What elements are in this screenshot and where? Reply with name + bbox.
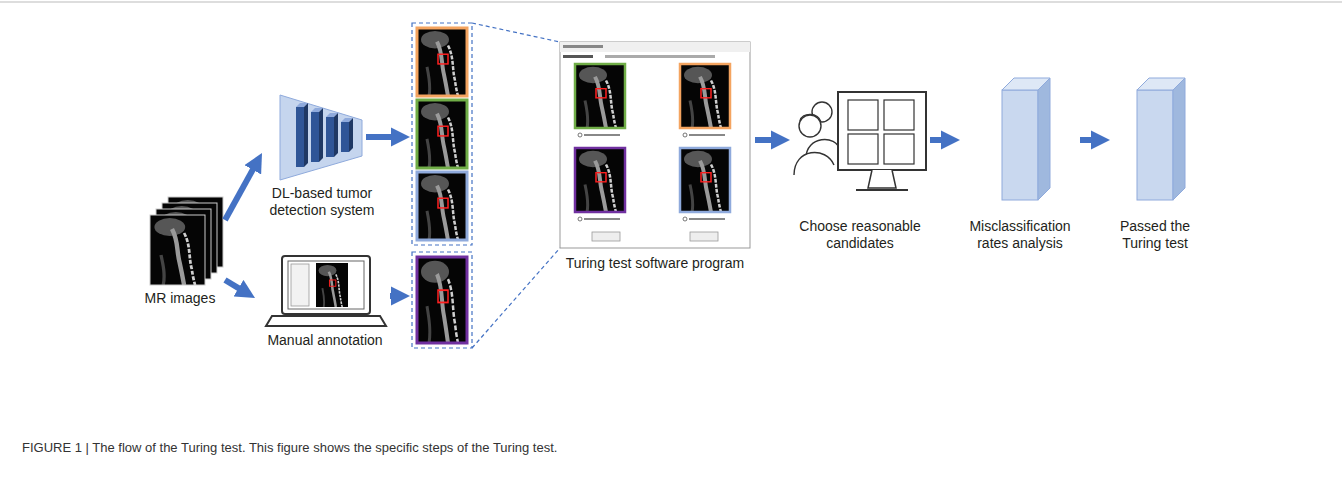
flow-arrow <box>930 137 950 143</box>
annotation-laptop: Manual annotation <box>255 250 395 349</box>
laptop-icon <box>266 256 386 326</box>
network-module: DL-based tumor detection system <box>262 88 382 219</box>
node-label: Turing test software program <box>555 255 755 272</box>
candidate-frame <box>417 100 467 168</box>
layer-slab <box>326 117 334 157</box>
layer-slab <box>311 112 319 162</box>
software-screenshot <box>560 42 750 248</box>
slice-outline <box>150 215 205 285</box>
analysis-block: Misclassification rates analysis <box>960 80 1080 252</box>
node-label: Choose reasonable candidates <box>790 218 930 252</box>
software-window: Turing test software program <box>555 35 755 272</box>
zoom-line <box>472 248 560 348</box>
network-icon <box>280 95 362 180</box>
layer-slab <box>296 107 304 167</box>
layer-side <box>349 118 353 152</box>
layer-side <box>304 103 308 167</box>
mr-image-stack <box>150 197 223 285</box>
node-label: Manual annotation <box>255 332 395 349</box>
node-label: Misclassification rates analysis <box>960 218 1080 252</box>
output-arrow <box>390 293 400 299</box>
output-arrow <box>366 134 400 140</box>
node-label: MR images <box>135 290 225 307</box>
flow-arrow <box>225 161 257 220</box>
flow-arrow <box>1080 137 1100 143</box>
mr-slice <box>150 215 205 285</box>
reader-station: Choose reasonable candidates <box>790 85 930 252</box>
reader-icon <box>794 102 840 175</box>
zoom-group-box <box>412 23 472 245</box>
figure-border <box>0 2 1342 3</box>
monitor-icon <box>838 92 926 190</box>
layer-side <box>334 113 338 157</box>
layer-slab <box>341 122 349 152</box>
result-block: Passed the Turing test <box>1110 80 1200 252</box>
analysis-cuboid <box>1002 78 1050 200</box>
node-label: Passed the Turing test <box>1110 218 1200 252</box>
layer-side <box>319 108 323 162</box>
laptop-screen <box>282 256 370 314</box>
result-cuboid <box>1137 78 1185 200</box>
figure-caption: FIGURE 1 | The flow of the Turing test. … <box>22 440 557 455</box>
laptop-display <box>288 261 364 309</box>
laptop-base <box>266 316 386 326</box>
annotated-image <box>316 263 348 307</box>
image-stack: MR images <box>135 195 225 307</box>
flow-arrow <box>225 280 247 293</box>
flow-arrow <box>755 137 780 143</box>
network-funnel <box>280 95 362 180</box>
candidate-frame <box>417 172 467 240</box>
zoom-line <box>472 23 560 42</box>
zoom-group-box <box>412 252 472 348</box>
tool-panel <box>291 264 309 306</box>
node-label: DL-based tumor detection system <box>262 185 382 219</box>
candidate-frame <box>417 257 467 343</box>
candidate-frame <box>417 28 467 96</box>
